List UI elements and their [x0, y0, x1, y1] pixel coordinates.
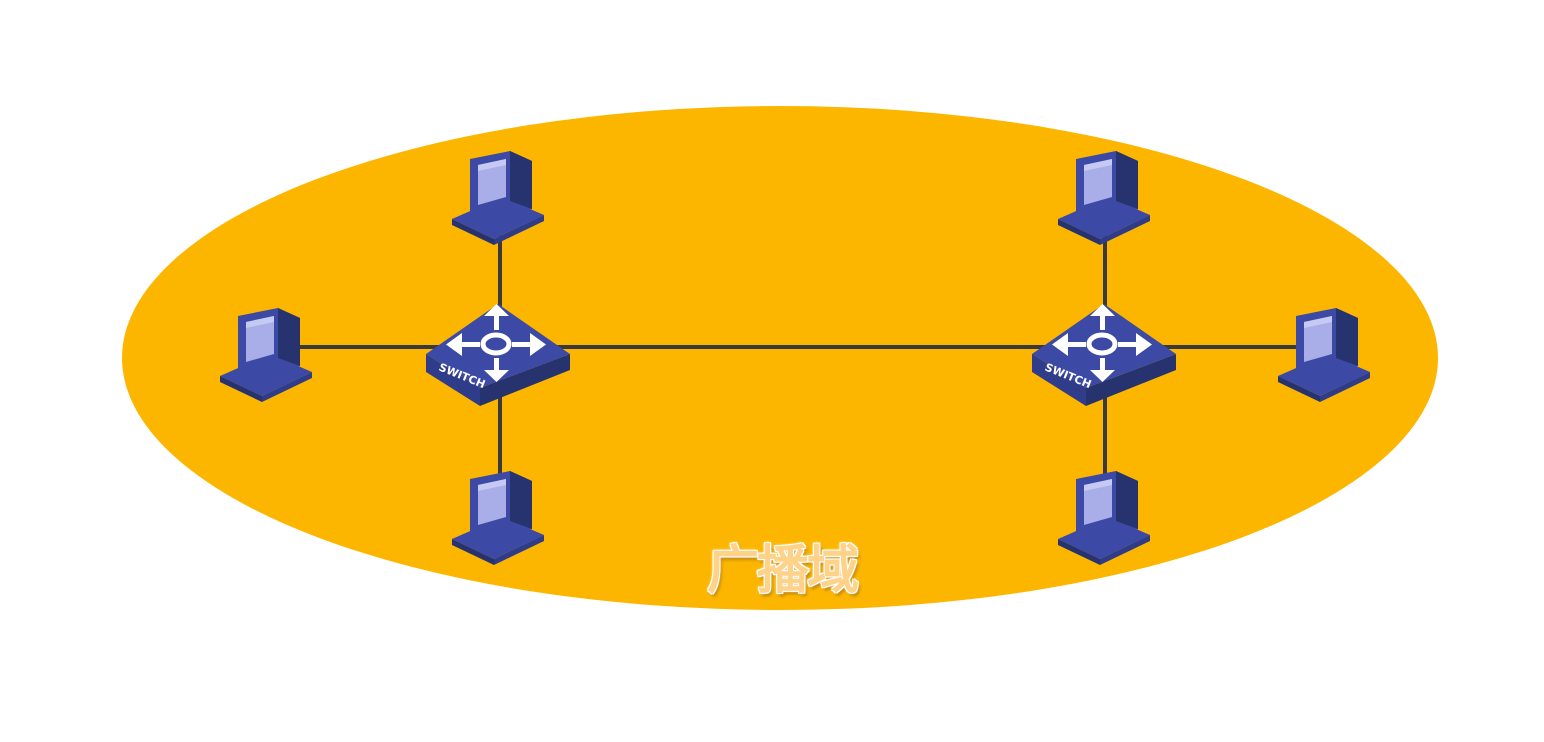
- broadcast-domain-label: 广播域: [682, 528, 882, 603]
